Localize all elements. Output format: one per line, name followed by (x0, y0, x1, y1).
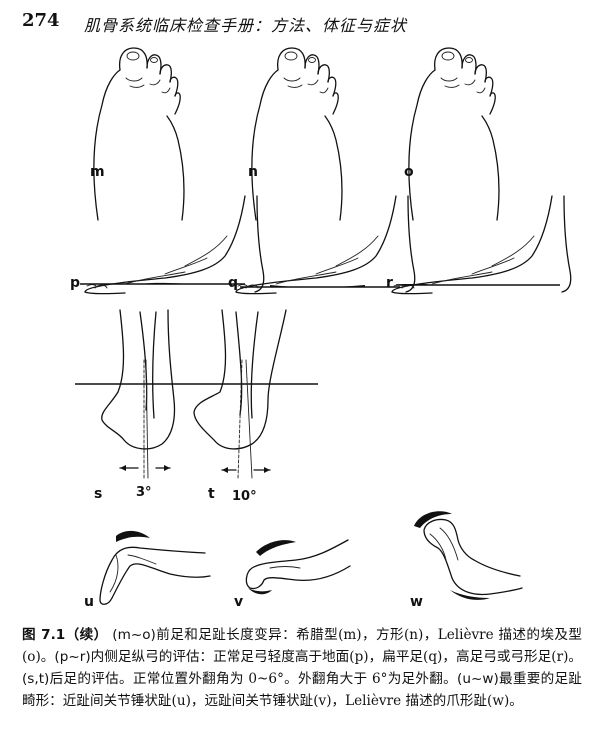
caption-text-u-w: 最重要的足趾畸形：近趾间关节锤状趾(u)，远趾间关节锤状趾(v)，Lelièvr… (22, 671, 582, 709)
toe-claw (414, 511, 523, 600)
page-number: 274 (22, 10, 60, 31)
forefoot-greek (93, 47, 185, 221)
label-m: m (90, 164, 105, 180)
angle-s: 3° (136, 485, 152, 500)
caption-text-m-o: 前足和足趾长度变异：希腊型(m)，方形(n)，Lelièvre 描述的埃及型(o… (22, 627, 582, 665)
arch-high (391, 195, 572, 295)
label-v: v (234, 594, 243, 610)
caption-ref-s-t: (s,t) (22, 671, 50, 687)
caption-text-p-r: 内侧足纵弓的评估：正常足弓轻度高于地面(p)，扁平足(q)，高足弓或弓形足(r)… (90, 649, 582, 665)
hindfoot-normal (101, 309, 176, 479)
label-n: n (248, 164, 258, 180)
caption-ref-m-o: (m~o) (112, 627, 156, 643)
label-s: s (94, 486, 102, 502)
caption-figure-label: 图 7.1（续） (22, 627, 108, 643)
label-t: t (208, 486, 215, 502)
toe-dip-hammer (245, 539, 351, 595)
hindfoot-valgus (193, 309, 287, 479)
label-w: w (410, 594, 423, 610)
label-u: u (84, 594, 94, 610)
label-q: q (228, 275, 238, 291)
label-o: o (404, 164, 414, 180)
running-title: 肌骨系统临床检查手册：方法、体征与症状 (84, 16, 408, 35)
arch-flat (235, 195, 416, 295)
forefoot-square (251, 47, 343, 221)
toe-pip-hammer (99, 530, 211, 605)
caption-text-s-t: 后足的评估。正常位置外翻角为 0~6°。外翻角大于 6°为足外翻。 (49, 671, 458, 687)
arch-normal (80, 195, 265, 295)
forefoot-egyptian (408, 47, 500, 221)
page-header: 274 肌骨系统临床检查手册：方法、体征与症状 (22, 8, 582, 36)
caption-ref-p-r: (p~r) (54, 649, 91, 665)
caption-ref-u-w: (u~w) (457, 671, 499, 687)
label-p: p (70, 275, 80, 291)
figure-caption: 图 7.1（续） (m~o)前足和足趾长度变异：希腊型(m)，方形(n)，Lel… (22, 624, 582, 712)
label-r: r (386, 275, 393, 291)
angle-t: 10° (232, 489, 257, 504)
